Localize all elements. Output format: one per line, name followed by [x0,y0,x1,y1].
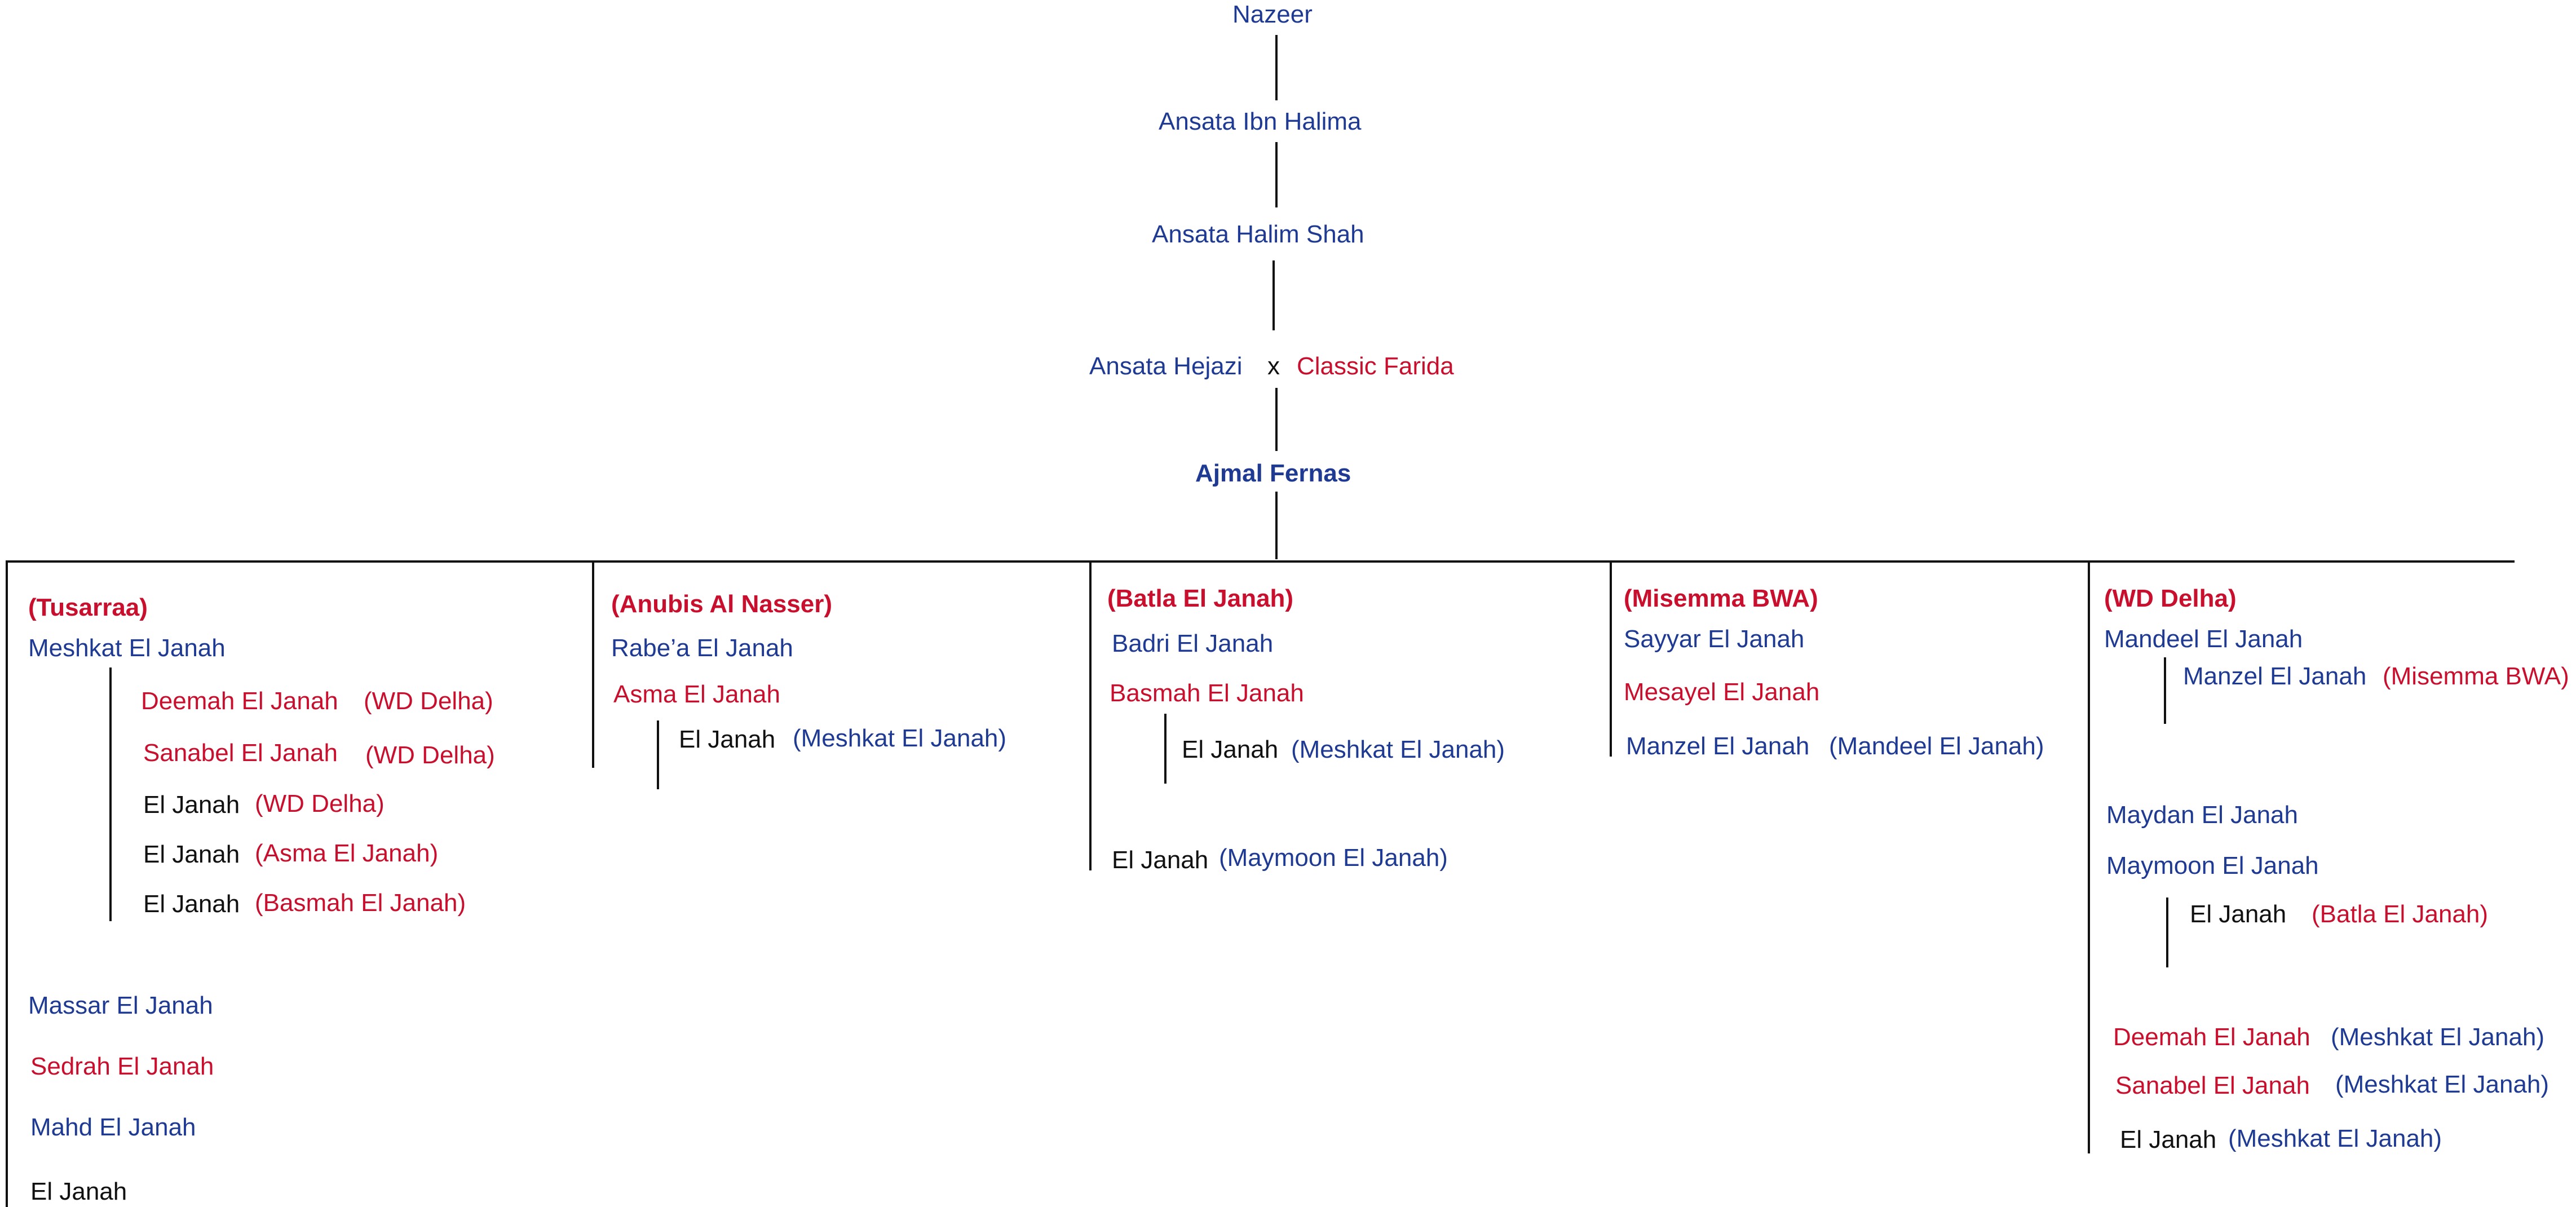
col4-manzel-el-janah: Manzel El Janah [1626,732,1810,760]
col2-el-janah-sire: (Meshkat El Janah) [793,724,1007,752]
col5-maymoon-el-janah: Maymoon El Janah [2106,852,2319,879]
col5-maymoon-offspring-line [2166,897,2168,967]
col4-sayyar-el-janah: Sayyar El Janah [1624,625,1805,653]
col1-sedrah-el-janah: Sedrah El Janah [30,1053,214,1080]
node-ansata-halim-shah: Ansata Halim Shah [1152,220,1364,248]
col2-el-janah: El Janah [679,726,776,753]
connector-cross-ajmal [1275,388,1278,451]
col5-el-janah: El Janah [2190,900,2287,928]
col1-el-janah-3: El Janah [143,890,240,918]
node-nazeer: Nazeer [1232,1,1313,28]
col5-deemah-el-janah: Deemah El Janah [2113,1023,2310,1051]
connector-ajmal-bar [1275,492,1278,559]
col1-el-janah-2: El Janah [143,841,240,868]
connector-ibn-halima-halim-shah [1275,142,1278,207]
col3-drop-line [1089,560,1092,870]
col5-manzel-dam: (Misemma BWA) [2383,662,2569,690]
col3-el-janah-2: El Janah [1112,846,1209,874]
col3-el-janah: El Janah [1182,736,1279,763]
col5-dam: (WD Delha) [2104,585,2237,612]
col2-drop-line [592,560,594,768]
col4-mesayel-el-janah: Mesayel El Janah [1624,678,1820,706]
col3-basmah-offspring-line [1164,714,1167,784]
col2-asma-el-janah: Asma El Janah [613,680,780,708]
col5-manzel-el-janah: Manzel El Janah [2183,662,2367,690]
col5-el-janah-dam: (Batla El Janah) [2312,900,2489,928]
col5-drop-line [2088,560,2090,1153]
col5-mandeel-offspring-line [2164,657,2166,724]
col5-mandeel-el-janah: Mandeel El Janah [2104,625,2303,653]
node-ajmal-fernas: Ajmal Fernas [1195,459,1351,487]
col5-sanabel-el-janah: Sanabel El Janah [2115,1072,2310,1099]
node-classic-farida: Classic Farida [1297,352,1454,380]
col2-rabea-el-janah: Rabe’a El Janah [611,634,793,662]
col3-el-janah-2-sire: (Maymoon El Janah) [1219,844,1448,872]
node-ansata-ibn-halima: Ansata Ibn Halima [1159,108,1362,135]
col5-deemah-sire: (Meshkat El Janah) [2331,1023,2545,1051]
col5-maydan-el-janah: Maydan El Janah [2106,801,2298,829]
offspring-bar [6,560,2515,563]
col1-drop-line [6,560,8,1207]
col2-asma-offspring-line [657,720,659,789]
col3-basmah-el-janah: Basmah El Janah [1110,679,1304,707]
cross-symbol: x [1267,352,1280,380]
col1-meshkat-el-janah: Meshkat El Janah [28,634,226,662]
col1-mahd-el-janah: Mahd El Janah [30,1113,196,1141]
col1-el-janah-2-dam: (Asma El Janah) [255,839,439,867]
node-ansata-hejazi: Ansata Hejazi [1089,352,1243,380]
col5-el-janah-2-sire: (Meshkat El Janah) [2228,1125,2442,1152]
col1-dam: (Tusarraa) [28,594,148,621]
col3-dam: (Batla El Janah) [1107,585,1294,612]
col1-meshkat-offspring-line [109,667,112,921]
col1-el-janah-last: El Janah [30,1178,127,1205]
col5-el-janah-2: El Janah [2120,1126,2217,1153]
col1-sanabel-dam: (WD Delha) [365,741,495,769]
col4-dam: (Misemma BWA) [1624,585,1818,612]
col2-dam: (Anubis Al Nasser) [611,590,833,618]
col1-sanabel-el-janah: Sanabel El Janah [143,739,338,767]
col1-el-janah-1-dam: (WD Delha) [255,790,385,817]
col3-el-janah-sire: (Meshkat El Janah) [1291,736,1505,763]
col1-deemah-el-janah: Deemah El Janah [141,687,338,715]
col3-badri-el-janah: Badri El Janah [1112,630,1274,657]
connector-nazeer-ibn-halima [1275,35,1278,100]
col5-sanabel-sire: (Meshkat El Janah) [2335,1071,2550,1098]
col1-massar-el-janah: Massar El Janah [28,992,213,1019]
col1-el-janah-1: El Janah [143,791,240,819]
col4-manzel-parent: (Mandeel El Janah) [1829,732,2044,760]
col1-deemah-dam: (WD Delha) [364,687,493,715]
col1-el-janah-3-dam: (Basmah El Janah) [255,889,466,917]
col4-drop-line [1610,560,1612,757]
connector-halim-shah-hejazi [1272,260,1275,330]
